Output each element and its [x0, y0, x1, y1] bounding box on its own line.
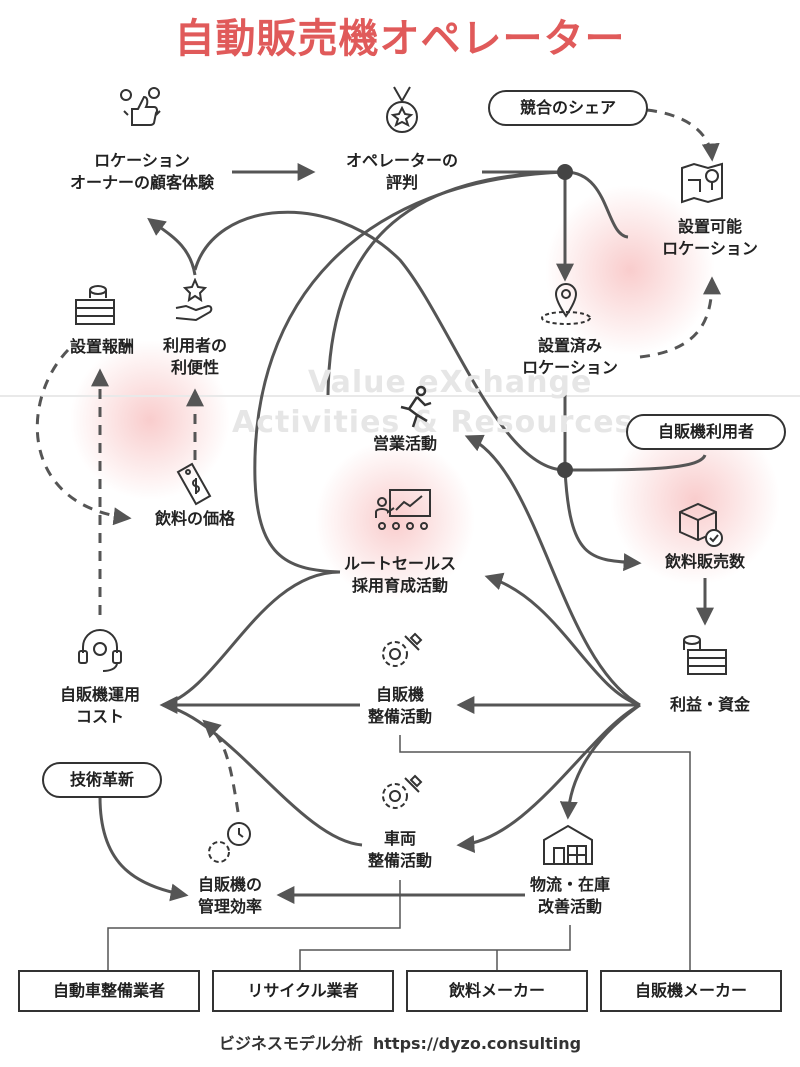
- node-line: 評判: [385, 173, 418, 192]
- node-competitive-share: 競合のシェア: [488, 90, 648, 126]
- location-pin-icon: [541, 283, 591, 325]
- footer-url[interactable]: https://dyzo.consulting: [372, 1034, 582, 1053]
- node-tech-innovation: 技術革新: [42, 762, 162, 798]
- node-user-convenience: 利用者の 利便性: [140, 335, 250, 379]
- gear-clock-icon: [208, 822, 251, 863]
- node-location-owner-experience: ロケーション オーナーの顧客体験: [52, 150, 232, 194]
- node-line: 車両: [383, 829, 416, 848]
- node-line: 整備活動: [367, 707, 432, 726]
- node-line: 自販機運用: [59, 685, 140, 704]
- connector-logistics-recycle: [299, 925, 571, 970]
- node-logistics-improvement: 物流・在庫 改善活動: [510, 874, 630, 918]
- footer: ビジネスモデル分析 https://dyzo.consulting: [0, 1030, 800, 1054]
- glow-users: [610, 415, 780, 585]
- footer-label: ビジネスモデル分析: [218, 1034, 363, 1053]
- partner-recycler: リサイクル業者: [212, 970, 394, 1012]
- hub-users: [557, 462, 573, 478]
- warehouse-icon: [543, 824, 593, 865]
- node-line: 物流・在庫: [529, 875, 610, 894]
- edge-profit-to-logistics: [559, 703, 641, 820]
- node-line: 自販機の: [197, 875, 262, 894]
- package-box-icon: [679, 502, 723, 547]
- glow-fee: [70, 340, 230, 500]
- running-person-icon: [400, 385, 432, 428]
- node-line: 利用者の: [162, 336, 227, 355]
- node-operator-reputation: オペレーターの 評判: [322, 150, 482, 194]
- medal-icon: [386, 86, 418, 133]
- node-line: 自販機: [375, 685, 424, 704]
- edge-profit-to-route: [484, 572, 641, 707]
- connector-vehicle-garage: [107, 880, 401, 970]
- node-profit-funds: 利益・資金: [669, 695, 750, 714]
- glow-location: [545, 185, 715, 355]
- node-line: ロケーション: [522, 358, 618, 377]
- watermark-line2: Activities & Resources: [232, 405, 634, 440]
- node-line: ルートセールス: [343, 554, 456, 573]
- node-line: ロケーション: [662, 239, 758, 258]
- diagram-edges: [35, 108, 721, 904]
- hand-star-icon: [175, 278, 213, 322]
- page-title: 自動販売機オペレーター: [174, 16, 626, 62]
- edge-fee-to-price: [35, 348, 132, 526]
- money-coins-icon: [683, 635, 727, 675]
- location-map-icon: [681, 162, 723, 204]
- edge-share-to-installable: [646, 108, 720, 162]
- gear-wrench-icon: [382, 632, 423, 667]
- edge-profit-to-sales: [464, 434, 641, 707]
- edge-hub-to-installable: [564, 170, 629, 239]
- node-line: 改善活動: [537, 897, 602, 916]
- watermark-line1: Value eXchange: [308, 365, 593, 400]
- partner-connectors: [107, 735, 691, 970]
- edge-hub-to-route: [253, 170, 566, 574]
- connector-maintenance-maker: [399, 735, 691, 970]
- node-line: オーナーの顧客体験: [69, 173, 214, 192]
- glow-route: [315, 440, 475, 600]
- edge-hub2-to-drinks: [563, 469, 642, 572]
- node-vehicle-maintenance: 車両 整備活動: [340, 828, 460, 872]
- thumbs-up-icon: [120, 87, 161, 126]
- node-line: 管理効率: [197, 897, 262, 916]
- node-line: ロケーション: [94, 151, 190, 170]
- money-stack-icon: [75, 285, 115, 325]
- presentation-board-icon: [375, 489, 431, 530]
- hub-reputation: [557, 164, 573, 180]
- node-line: 採用育成活動: [351, 576, 448, 595]
- edge-convenience-to-hub2: [193, 210, 566, 472]
- node-installed-location: 設置済み ロケーション: [500, 335, 640, 379]
- node-installation-fee: 設置報酬: [69, 337, 134, 356]
- node-drink-price: 飲料の価格: [154, 509, 235, 528]
- headset-gear-icon: [78, 629, 122, 672]
- partner-auto-garage: 自動車整備業者: [18, 970, 200, 1012]
- node-sales-activity: 営業活動: [372, 434, 437, 453]
- node-line: コスト: [75, 707, 124, 726]
- highlight-glows: [70, 185, 780, 600]
- edge-convenience-to-owner: [147, 217, 197, 276]
- edge-users-to-hub2: [564, 454, 707, 472]
- node-route-sales-training: ルートセールス 採用育成活動: [330, 553, 470, 597]
- edge-installed-to-installable: [639, 276, 721, 359]
- gear-wrench-icon: [382, 774, 423, 809]
- edge-vehicle-to-cost: [162, 703, 363, 847]
- node-line: 利便性: [170, 358, 219, 377]
- node-line: オペレーターの: [345, 151, 458, 170]
- node-installable-location: 設置可能 ロケーション: [640, 216, 780, 260]
- edge-tech-to-efficiency: [98, 796, 189, 902]
- node-line: 整備活動: [367, 851, 432, 870]
- edge-efficiency-to-cost: [202, 719, 240, 813]
- node-drink-sales: 飲料販売数: [664, 552, 745, 571]
- edge-route-to-cost: [162, 570, 341, 707]
- node-operating-cost: 自販機運用 コスト: [40, 684, 160, 728]
- partner-drink-maker: 飲料メーカー: [406, 970, 588, 1012]
- node-line: 設置済み: [537, 336, 602, 355]
- partner-vending-maker: 自販機メーカー: [600, 970, 782, 1012]
- node-management-efficiency: 自販機の 管理効率: [170, 874, 290, 918]
- node-vending-maintenance: 自販機 整備活動: [340, 684, 460, 728]
- node-vending-users: 自販機利用者: [626, 414, 786, 450]
- node-line: 設置可能: [677, 217, 742, 236]
- price-tag-icon: [176, 462, 212, 506]
